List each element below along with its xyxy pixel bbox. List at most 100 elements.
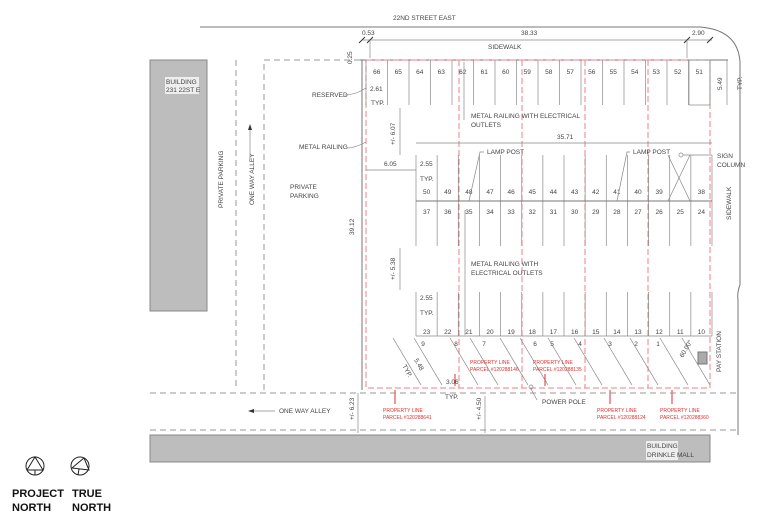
stall-line	[413, 337, 443, 386]
sidewalk-label: SIDEWALK	[488, 44, 522, 51]
stall-line	[681, 337, 711, 386]
stall-number: 40	[634, 189, 642, 196]
typ-label: TYP.	[445, 394, 459, 401]
stall-number: 58	[545, 69, 553, 76]
stall-number: 6	[533, 341, 537, 348]
stall-number: 4	[578, 341, 582, 348]
angle-label: 60.00°	[678, 338, 695, 359]
dim-label: 6.05	[384, 161, 397, 168]
stall-number: 32	[529, 209, 537, 216]
stall-number: 55	[610, 69, 618, 76]
typ-label: TYP.	[371, 100, 385, 107]
true-north-label: NORTH	[72, 502, 111, 514]
dim-label: 5.48	[412, 358, 425, 373]
stall-number: 41	[613, 189, 621, 196]
railing-outlets-label: METAL RAILING WITH	[471, 261, 538, 268]
stall-number: 39	[656, 189, 664, 196]
dim-label: +/- 6.07	[390, 122, 397, 145]
stall-line	[519, 337, 549, 386]
dim-label: TYP.	[737, 76, 744, 90]
typ-label: TYP.	[400, 364, 413, 379]
project-north-icon	[25, 456, 45, 476]
stall-number: 28	[613, 209, 621, 216]
dim-label: 2.55	[420, 161, 433, 168]
property-line-label: PROPERTY LINE	[597, 408, 637, 414]
stall-number: 51	[696, 69, 704, 76]
stall-number: 50	[423, 189, 431, 196]
building-label: DRINKLE MALL	[647, 452, 694, 459]
typ-label: TYP.	[420, 176, 434, 183]
property-line-parcel: PARCEL #120288146	[470, 367, 519, 373]
street-name: 22ND STREET EAST	[393, 15, 456, 22]
stall-number: 64	[416, 69, 424, 76]
parcel-divisions	[458, 60, 649, 388]
stall-number: 30	[571, 209, 579, 216]
property-line-label: PROPERTY LINE	[660, 408, 700, 414]
railing-leader	[346, 141, 367, 149]
stall-number: 35	[465, 209, 473, 216]
stall-line	[547, 337, 577, 386]
stall-number: 52	[674, 69, 682, 76]
stall-number: 20	[486, 329, 494, 336]
railing-outlets-label: OUTLETS	[471, 122, 502, 129]
stall-number: 34	[486, 209, 494, 216]
typ-label: TYP.	[420, 310, 434, 317]
stall-number: 24	[698, 209, 706, 216]
stall-number: 59	[524, 69, 532, 76]
stall-line	[499, 337, 529, 386]
stall-line	[573, 337, 603, 386]
stall-number: 11	[677, 329, 684, 336]
stall-number: 62	[459, 69, 467, 76]
property-line-label: PROPERTY LINE	[383, 408, 423, 414]
stall-line	[629, 337, 659, 386]
street-edge	[200, 26, 741, 435]
sidewalk-label-right: SIDEWALK	[726, 186, 733, 220]
stall-line	[469, 337, 499, 386]
dim-label: 0.53	[362, 30, 375, 37]
stall-number: 46	[508, 189, 516, 196]
true-north-label: TRUE	[72, 488, 102, 500]
stall-number: 65	[395, 69, 403, 76]
railing-outlets-label: ELECTRICAL OUTLETS	[471, 270, 543, 277]
building-label: BUILDING	[647, 443, 678, 450]
stall-number: 45	[529, 189, 537, 196]
one-way-alley-label-vertical: ONE WAY ALLEY	[249, 153, 256, 205]
property-line-parcel: PARCEL #120288124	[597, 415, 646, 421]
building-label: 231 22ST E	[166, 87, 201, 94]
stall-number: 21	[465, 329, 473, 336]
building-drinkle-mall	[149, 434, 711, 463]
stall-number: 53	[653, 69, 661, 76]
pay-station-label: PAY STATION	[716, 331, 723, 372]
stall-number: 15	[592, 329, 600, 336]
building-231-22st-e	[149, 59, 208, 312]
dim-tick	[706, 36, 714, 44]
dim-label: 5.49	[717, 77, 724, 90]
stall-number: 56	[588, 69, 596, 76]
sign-column-label: SIGN	[717, 153, 733, 160]
stall-number: 61	[481, 69, 489, 76]
stall-number: 66	[373, 69, 381, 76]
stall-number: 38	[698, 189, 706, 196]
railing-outlets-label: METAL RAILING WITH ELECTRICAL	[471, 113, 580, 120]
dim-label: 2.61	[370, 86, 383, 93]
dim-label: 3.06	[446, 379, 459, 386]
dim-label: 35.71	[557, 134, 574, 141]
stall-number: 12	[656, 329, 664, 336]
stall-number: 42	[592, 189, 600, 196]
private-parking-edge	[263, 59, 360, 390]
stall-number: 8	[454, 341, 458, 348]
building-label-bg	[646, 441, 678, 460]
dim-label: 38.33	[521, 30, 538, 37]
one-way-alley-label: ONE WAY ALLEY	[279, 408, 331, 415]
stall-number: 26	[656, 209, 664, 216]
stall-number: 23	[423, 329, 431, 336]
lamp-post-label: LAMP POST	[487, 149, 524, 156]
property-line-parcel: PARCEL #120288360	[660, 415, 709, 421]
stall-number: 57	[567, 69, 575, 76]
stall-number: 54	[631, 69, 639, 76]
true-north-icon	[70, 456, 90, 476]
metal-railing-label: METAL RAILING	[299, 144, 348, 151]
stall-number: 48	[465, 189, 473, 196]
